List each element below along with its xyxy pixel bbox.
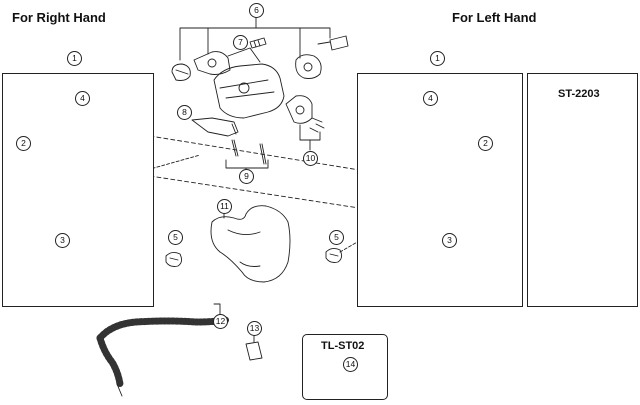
right-hand-assembly-box <box>2 73 154 307</box>
callout-5-right: 5 <box>168 230 183 245</box>
callout-9: 9 <box>239 169 254 184</box>
callout-11: 11 <box>217 199 232 214</box>
left-hand-assembly-box <box>357 73 523 307</box>
callout-6: 6 <box>249 3 264 18</box>
callout-10: 10 <box>303 151 318 166</box>
callout-12: 12 <box>213 314 228 329</box>
callout-2-right: 2 <box>16 136 31 151</box>
callout-7: 7 <box>233 35 248 50</box>
callout-8: 8 <box>177 105 192 120</box>
tool-label: TL-ST02 <box>321 340 365 352</box>
right-hand-heading: For Right Hand <box>12 10 106 25</box>
st2203-box <box>527 73 638 307</box>
left-hand-heading: For Left Hand <box>452 10 537 25</box>
callout-5-left: 5 <box>329 230 344 245</box>
callout-3-right: 3 <box>55 233 70 248</box>
callout-13: 13 <box>247 321 262 336</box>
callout-3-left: 3 <box>442 233 457 248</box>
st2203-label: ST-2203 <box>558 88 600 100</box>
callout-1-left: 1 <box>430 51 445 66</box>
callout-4-left: 4 <box>423 91 438 106</box>
callout-14: 14 <box>343 357 358 372</box>
callout-2-left: 2 <box>478 136 493 151</box>
callout-1-right: 1 <box>67 51 82 66</box>
callout-4-right: 4 <box>75 91 90 106</box>
